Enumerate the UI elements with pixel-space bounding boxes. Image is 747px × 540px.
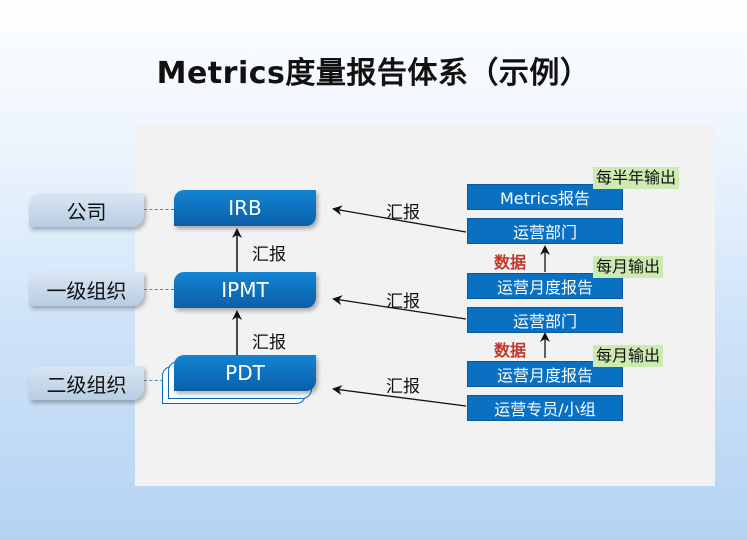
page-title: Metrics度量报告体系（示例） (156, 56, 591, 91)
dashed-connector-first-org (144, 289, 174, 290)
dashed-connector-second-org (144, 380, 174, 381)
report-label-ipmt: 汇报 (386, 292, 420, 312)
arrow-report-to-irb (332, 205, 467, 233)
node-irb: IRB (174, 190, 316, 226)
level-company: 公司 (29, 193, 144, 227)
tag-monthly-output-1: 每月输出 (593, 256, 664, 278)
report-label-irb: 汇报 (386, 203, 420, 223)
report-label-vertical-2: 汇报 (252, 333, 286, 353)
box-ops-dept-1: 运营部门 (467, 218, 623, 244)
box-ops-dept-2: 运营部门 (467, 307, 623, 333)
report-label-vertical-1: 汇报 (252, 245, 286, 265)
node-ipmt: IPMT (174, 272, 316, 308)
data-label-1: 数据 (494, 253, 527, 272)
level-second-org: 二级组织 (29, 366, 144, 400)
arrow-report-to-ipmt (332, 295, 467, 320)
level-first-org: 一级组织 (29, 272, 144, 306)
data-label-2: 数据 (494, 341, 527, 360)
arrow-report-to-pdt (332, 385, 467, 407)
node-pdt: PDT (174, 355, 316, 391)
box-ops-staff-group: 运营专员/小组 (467, 395, 623, 421)
report-label-pdt: 汇报 (386, 377, 420, 397)
dashed-connector-company (144, 209, 174, 210)
tag-monthly-output-2: 每月输出 (593, 345, 664, 367)
box-metrics-report: Metrics报告 (467, 184, 623, 210)
tag-semiannual-output: 每半年输出 (593, 167, 680, 189)
